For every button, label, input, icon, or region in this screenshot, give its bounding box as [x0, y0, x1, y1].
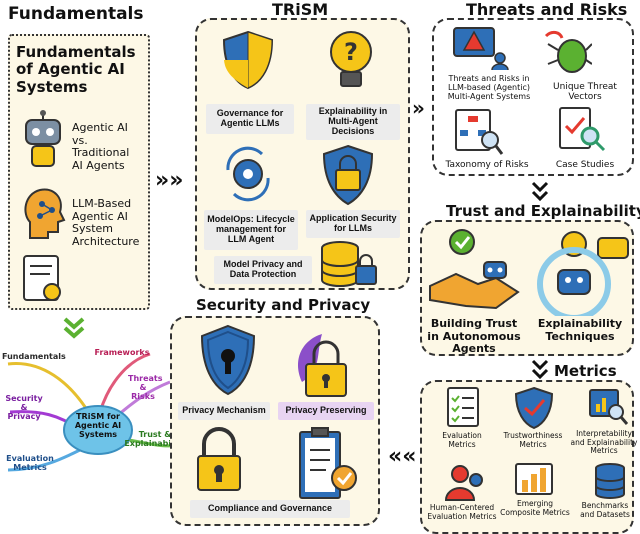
security-item-mechanism: Privacy Mechanism	[178, 402, 270, 420]
down-chevron-icon-2	[530, 180, 550, 202]
metrics-item-benchmarks: Benchmarks and Datasets	[580, 501, 630, 519]
fundamentals-title: Fundamentals	[8, 4, 144, 24]
left-chevrons: ««	[388, 444, 417, 469]
trism-title: TRiSM	[272, 0, 329, 19]
alert-people-icon	[452, 26, 512, 72]
threats-item-casestudies: Case Studies	[555, 160, 615, 170]
mindmap-branch-trust: Trust & Explainability	[124, 430, 186, 449]
right-chevrons-1: »»	[155, 168, 184, 193]
trism-item-governance: Governance for Agentic LLMs	[206, 104, 294, 134]
security-item-preserving: Privacy Preserving	[278, 402, 374, 420]
mindmap-branch-fundamentals: Fundamentals	[2, 352, 66, 361]
certificate-icon	[20, 252, 66, 306]
mindmap-center: TRiSM for Agentic AI Systems	[74, 412, 122, 440]
hierarchy-magnifier-icon	[454, 108, 504, 156]
bug-icon	[542, 30, 592, 76]
mindmap-branch-frameworks: Frameworks	[94, 348, 150, 357]
trism-item-appsecurity: Application Security for LLMs	[306, 210, 400, 238]
security-title: Security and Privacy	[196, 296, 371, 314]
shield-check-icon	[514, 386, 554, 430]
down-chevron-icon	[62, 316, 86, 340]
metrics-item-interpretability: Interpretability and Explainability Metr…	[570, 429, 638, 456]
trust-item-techniques: Explainability Techniques	[537, 317, 623, 343]
keyhole-shield-icon	[200, 324, 256, 396]
metrics-item-human: Human-Centered Evaluation Metrics	[427, 503, 497, 521]
fundamentals-item-2: LLM-Based Agentic AI System Architecture	[72, 197, 140, 248]
svg-text:?: ?	[344, 38, 358, 66]
gear-cycle-icon	[222, 144, 274, 204]
shield-icon	[222, 30, 274, 90]
metrics-title: Metrics	[554, 362, 617, 380]
chart-magnifier-icon	[588, 386, 628, 426]
fundamentals-box-title: Fundamentals of Agentic AI Systems	[16, 43, 136, 96]
head-network-icon	[20, 184, 70, 240]
security-item-compliance: Compliance and Governance	[190, 500, 350, 518]
robot-icon	[18, 110, 68, 170]
metrics-item-evaluation: Evaluation Metrics	[442, 431, 482, 449]
clipboard-check-icon	[556, 104, 606, 154]
mindmap-branch-threats: Threats & Risks	[128, 374, 163, 402]
metrics-item-trustworthiness: Trustworthiness Metrics	[503, 431, 563, 449]
metrics-item-composite: Emerging Composite Metrics	[500, 499, 570, 517]
threats-item-vectors: Unique Threat Vectors	[553, 82, 617, 103]
bar-chart-icon	[514, 462, 554, 498]
lightbulb-question-icon: ?	[325, 28, 377, 94]
padlock-icon	[194, 426, 244, 494]
lock-shield-icon	[322, 144, 374, 206]
trism-item-explainability: Explainability in Multi-Agent Decisions	[306, 104, 400, 140]
person-gear-icon	[444, 462, 484, 502]
mindmap-branch-evaluation: Evaluation Metrics	[6, 454, 54, 473]
robot-lightbulb-icon	[532, 224, 632, 316]
database-lock-icon	[318, 240, 382, 290]
mindmap-branches	[0, 340, 200, 534]
trism-item-privacy: Model Privacy and Data Protection	[214, 256, 312, 284]
trust-title: Trust and Explainability	[446, 202, 640, 220]
threats-title: Threats and Risks	[466, 0, 628, 19]
clipboard-badge-icon	[296, 426, 362, 502]
database-icon	[592, 462, 630, 502]
threats-item-threats: Threats and Risks in LLM-based (Agentic)…	[447, 74, 531, 102]
trism-item-modelops: ModelOps: Lifecycle management for LLM A…	[204, 210, 298, 250]
handshake-robot-icon	[426, 226, 522, 314]
right-chevrons-2: »	[412, 96, 425, 120]
fundamentals-item-1: Agentic AI vs. Traditional AI Agents	[72, 121, 130, 172]
down-chevron-icon-3	[530, 358, 550, 380]
mindmap-branch-security: Security & Privacy	[5, 394, 43, 422]
threats-item-taxonomy: Taxonomy of Risks	[445, 160, 529, 170]
checklist-icon	[444, 386, 484, 428]
trust-item-building: Building Trust in Autonomous Agents	[427, 317, 521, 356]
leaf-lock-icon	[292, 330, 356, 400]
